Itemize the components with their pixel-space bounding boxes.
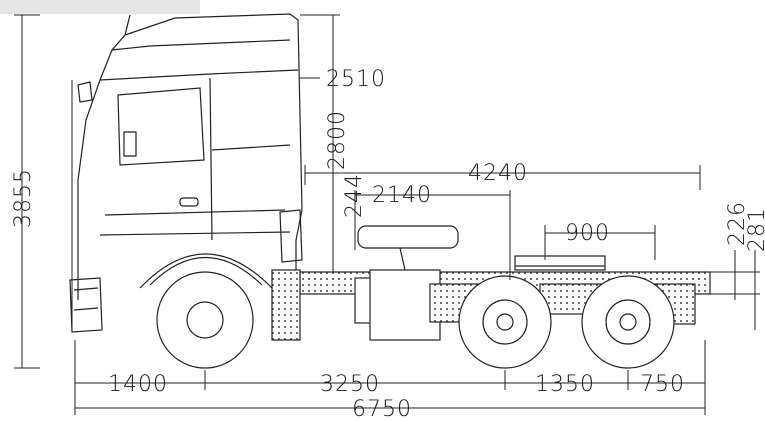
dim-2140: 2140	[372, 183, 432, 208]
dimension-lines	[14, 14, 760, 415]
fifth-wheel	[357, 225, 606, 271]
dim-overall-length: 6750	[352, 397, 412, 417]
dim-axle-spacing: 1350	[535, 372, 595, 397]
rear-wheel-2	[581, 275, 675, 369]
top-tab-strip	[0, 0, 200, 14]
dim-rear-overhang: 750	[640, 372, 685, 397]
dim-4240: 4240	[468, 161, 528, 186]
front-wheel	[156, 271, 254, 369]
truck-cab	[69, 13, 303, 333]
dim-2800: 2800	[325, 110, 350, 170]
dim-281: 281	[745, 207, 765, 252]
rear-wheel-1	[458, 275, 552, 369]
dim-2510: 2510	[326, 67, 386, 92]
dim-900: 900	[565, 221, 610, 246]
dim-244: 244	[342, 173, 367, 218]
dim-overall-height: 3855	[11, 168, 36, 228]
dim-wheelbase: 3250	[320, 372, 380, 397]
dim-226: 226	[725, 201, 750, 246]
dim-front-overhang: 1400	[108, 372, 168, 397]
